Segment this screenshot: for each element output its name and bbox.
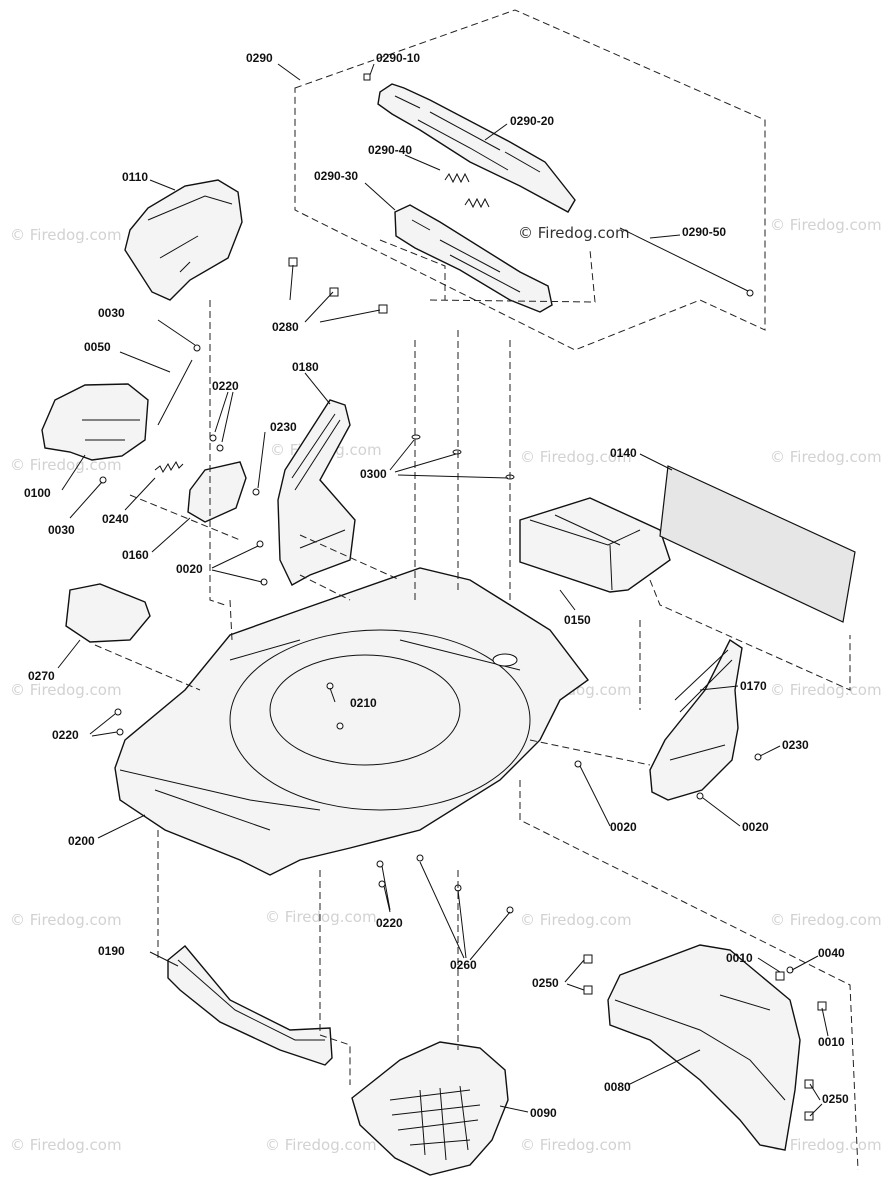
callout-0290: 0290 xyxy=(246,51,273,65)
watermark: © Firedog.com xyxy=(10,456,122,474)
callout-0170: 0170 xyxy=(740,679,767,693)
watermark: © Firedog.com xyxy=(770,911,882,929)
part-0290-40-springs xyxy=(444,172,490,209)
part-0080-bag xyxy=(583,944,827,1151)
callout-0080: 0080 xyxy=(604,1080,631,1094)
watermark: © Firedog.com xyxy=(10,681,122,699)
part-0090-plug xyxy=(351,1041,509,1176)
part-0100-flap xyxy=(41,383,149,461)
callout-0030: 0030 xyxy=(98,306,125,320)
callout-0020: 0020 xyxy=(176,562,203,576)
callout-0150: 0150 xyxy=(564,613,591,627)
part-0140-panel xyxy=(659,465,856,623)
watermark: © Firedog.com xyxy=(265,908,377,926)
callout-0210: 0210 xyxy=(350,696,377,710)
watermark: © Firedog.com xyxy=(265,1136,377,1154)
part-0270-shield xyxy=(65,583,151,643)
part-0280-nuts xyxy=(288,257,388,314)
part-0150-block xyxy=(519,497,671,593)
part-0050-rod xyxy=(157,359,193,426)
callout-0220: 0220 xyxy=(212,379,239,393)
watermark-primary: © Firedog.com xyxy=(518,224,630,242)
callout-0250: 0250 xyxy=(532,976,559,990)
callout-0220: 0220 xyxy=(376,916,403,930)
watermark: © Firedog.com xyxy=(520,448,632,466)
callout-0250: 0250 xyxy=(822,1092,849,1106)
callout-0230: 0230 xyxy=(270,420,297,434)
watermark: © Firedog.com xyxy=(770,216,882,234)
callout-0050: 0050 xyxy=(84,340,111,354)
callout-0240: 0240 xyxy=(102,512,129,526)
part-0110-cover xyxy=(124,179,243,301)
fastener-screws xyxy=(114,434,794,974)
callout-0230: 0230 xyxy=(782,738,809,752)
callout-0020: 0020 xyxy=(610,820,637,834)
assembly-lines xyxy=(94,239,859,1171)
callout-0200: 0200 xyxy=(68,834,95,848)
handle-bracket-assembly-box xyxy=(294,9,766,351)
callout-0220: 0220 xyxy=(52,728,79,742)
callout-0140: 0140 xyxy=(610,446,637,460)
callout-0290-50: 0290-50 xyxy=(682,225,726,239)
watermark: © Firedog.com xyxy=(520,911,632,929)
watermark: © Firedog.com xyxy=(520,1136,632,1154)
part-0200-deck xyxy=(114,567,589,876)
part-0190-strip xyxy=(167,945,333,1066)
callout-0110: 0110 xyxy=(122,170,148,184)
callout-0180: 0180 xyxy=(292,360,319,374)
callout-0010: 0010 xyxy=(726,951,753,965)
part-0300-washers xyxy=(411,434,515,480)
callout-0040: 0040 xyxy=(818,946,845,960)
watermark: © Firedog.com xyxy=(770,681,882,699)
callout-0290-40: 0290-40 xyxy=(368,143,412,157)
callout-0030: 0030 xyxy=(48,523,75,537)
callout-0090: 0090 xyxy=(530,1106,557,1120)
callout-0290-20: 0290-20 xyxy=(510,114,554,128)
callout-0270: 0270 xyxy=(28,669,55,683)
callout-0300: 0300 xyxy=(360,467,387,481)
leader-lines xyxy=(57,63,829,1117)
watermark: © Firedog.com xyxy=(10,1136,122,1154)
callout-0280: 0280 xyxy=(272,320,299,334)
part-0180-adjuster xyxy=(277,399,356,586)
part-0170-adjuster xyxy=(649,638,743,801)
watermark: © Firedog.com xyxy=(770,448,882,466)
callout-0020: 0020 xyxy=(742,820,769,834)
callout-0290-30: 0290-30 xyxy=(314,169,358,183)
watermark: © Firedog.com xyxy=(10,911,122,929)
part-0290-30-bracket xyxy=(394,204,553,313)
callout-labels: 0290 0290-10 0290-20 0290-40 0290-30 029… xyxy=(24,51,849,1120)
callout-0260: 0260 xyxy=(450,958,477,972)
part-0160-bracket xyxy=(99,344,247,523)
part-0290-50-rod xyxy=(619,227,754,297)
callout-0190: 0190 xyxy=(98,944,125,958)
callout-0010: 0010 xyxy=(818,1035,845,1049)
callout-0160: 0160 xyxy=(122,548,149,562)
part-0290-20-bracket xyxy=(363,73,576,213)
watermark: © Firedog.com xyxy=(10,226,122,244)
callout-0290-10: 0290-10 xyxy=(376,51,420,65)
watermark: © Firedog.com xyxy=(770,1136,882,1154)
callout-0100: 0100 xyxy=(24,486,51,500)
